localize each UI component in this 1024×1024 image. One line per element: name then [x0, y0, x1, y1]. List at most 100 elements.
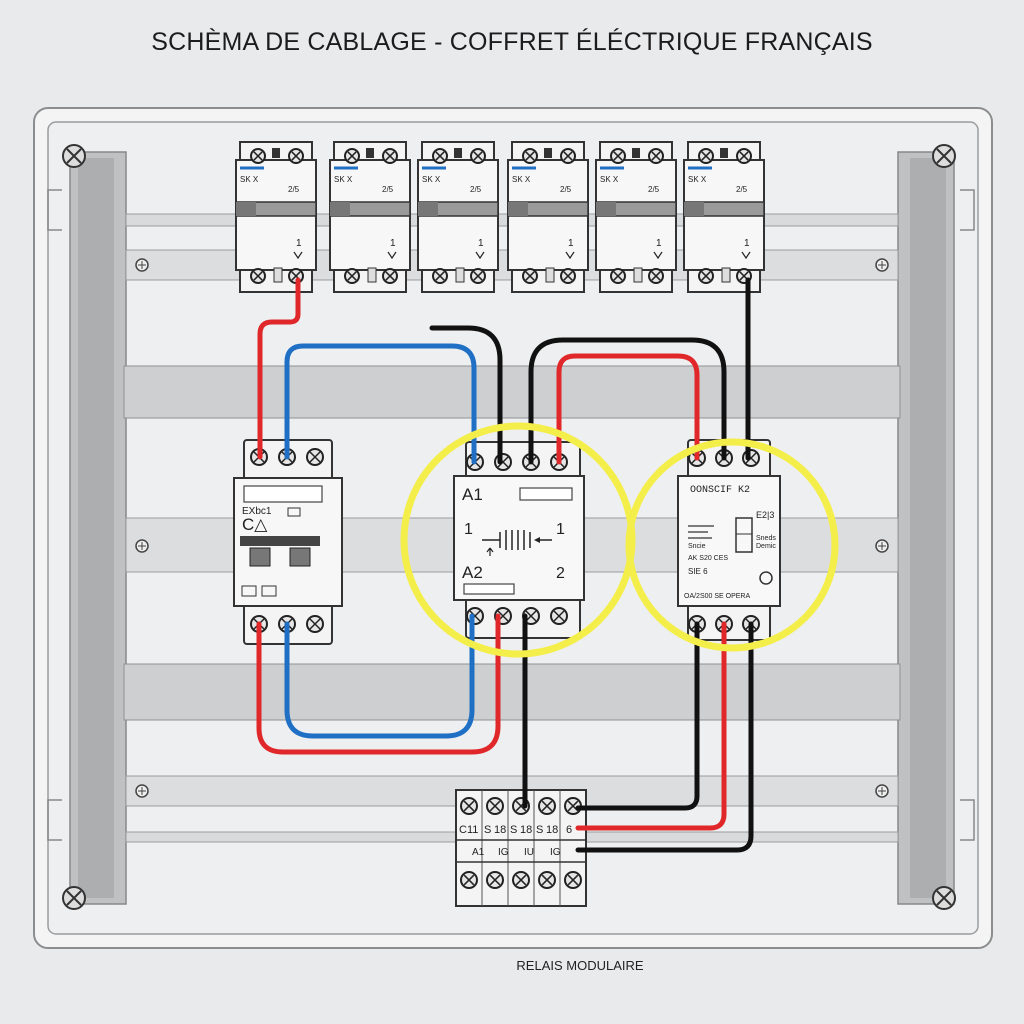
screw-terminal-icon	[698, 268, 714, 284]
screw-terminal-icon	[538, 797, 556, 815]
wires	[256, 277, 754, 853]
differential-toggle-right[interactable]	[289, 547, 311, 567]
screw-terminal-icon	[564, 871, 582, 889]
breaker-pole-label: 1	[390, 238, 396, 249]
terminal-label-7: 6	[566, 824, 572, 836]
terminal-label-1: S	[484, 824, 491, 836]
contactor: A1 1 1 A2 2	[453, 441, 585, 639]
wire-neutral-contactor	[284, 343, 477, 465]
screw-terminal-icon	[610, 268, 626, 284]
relay-text-3: AK S20 CES	[688, 555, 728, 562]
screw-terminal-icon	[306, 615, 324, 633]
breaker-mid-label: 2/5	[470, 185, 482, 194]
rail-screw-icon	[135, 258, 149, 272]
breaker-top-label: SK X	[600, 175, 619, 184]
screw-terminal-icon	[382, 148, 398, 164]
screw-terminal-icon	[550, 607, 568, 625]
breaker-module: SK X2/51	[235, 141, 317, 293]
screw-terminal-icon	[512, 871, 530, 889]
differential-toggle-left[interactable]	[249, 547, 271, 567]
terminal-block: C11 S 18 S 18 S 18 6 A1 IG IU IG	[455, 789, 587, 907]
hinge-right-top	[960, 189, 975, 231]
terminal-bottom-label-2: IU	[524, 847, 534, 858]
contactor-a2: A2	[462, 563, 483, 582]
screw-terminal-icon	[460, 871, 478, 889]
wire-black-contactor-1	[429, 325, 503, 465]
corner-screw-icon	[932, 144, 956, 168]
screw-terminal-icon	[736, 268, 752, 284]
contactor-a1: A1	[462, 485, 483, 504]
differential-breaker: EXbc1 C△	[233, 439, 343, 645]
screw-terminal-icon	[486, 797, 504, 815]
contactor-pin-right-top: 1	[556, 521, 565, 538]
breaker-module: SK X2/51	[507, 141, 589, 293]
wire-black-relay-terminal-1	[575, 621, 700, 811]
terminal-bottom-label-0: A1	[472, 847, 485, 858]
corner-screw-icon	[62, 886, 86, 910]
screw-terminal-icon	[466, 607, 484, 625]
hinge-right-bottom	[960, 799, 975, 841]
hinge-left-bottom	[47, 799, 62, 841]
wire-phase-relay	[556, 353, 700, 465]
screw-terminal-icon	[344, 148, 360, 164]
terminal-label-0: C11	[459, 824, 478, 836]
terminal-label-2: 18	[494, 824, 506, 836]
screw-terminal-icon	[250, 148, 266, 164]
terminal-label-5: S	[536, 824, 543, 836]
side-rail-left-inner	[78, 158, 114, 898]
rail-screw-icon	[875, 258, 889, 272]
screw-terminal-icon	[306, 448, 324, 466]
relay-footer: OA/2S00 SE OPERA	[684, 593, 750, 600]
wire-phase-return	[256, 613, 501, 755]
terminal-label-6: 18	[546, 824, 558, 836]
screw-terminal-icon	[432, 268, 448, 284]
highlights	[400, 422, 839, 658]
breaker-module: SK X 2/5 1	[417, 141, 499, 293]
screw-terminal-icon	[742, 449, 760, 467]
screw-terminal-icon	[698, 148, 714, 164]
screw-terminal-icon	[470, 148, 486, 164]
screw-terminal-icon	[736, 148, 752, 164]
relay-header: OONSCIF K2	[690, 485, 750, 496]
relay-text-2: Sncie	[688, 543, 706, 550]
screw-terminal-icon	[382, 268, 398, 284]
breaker-mid-label: 2/5	[382, 185, 394, 194]
screw-terminal-icon	[494, 453, 512, 471]
breaker-mid-label: 2/5	[736, 185, 748, 194]
breaker-module: SK X2/51	[595, 141, 677, 293]
screw-terminal-icon	[560, 268, 576, 284]
relay-text-1: Demic	[756, 543, 776, 550]
breaker-top-label: SK X	[512, 175, 531, 184]
rail-screw-icon	[135, 784, 149, 798]
terminal-bottom-label-3: IG	[550, 847, 561, 858]
diagram-title: SCHÈMA DE CABLAGE - COFFRET ÉLÉCTRIQUE F…	[151, 28, 873, 56]
breaker-top-label: SK X	[334, 175, 353, 184]
relay-side-code: E2|3	[756, 510, 774, 520]
din-rail-4	[123, 663, 901, 721]
breaker-module: SK X 2/5 1	[329, 141, 411, 293]
screw-terminal-icon	[486, 871, 504, 889]
rail-screw-icon	[135, 539, 149, 553]
screw-terminal-icon	[460, 797, 478, 815]
wire-black-relay-1	[528, 337, 727, 465]
screw-terminal-icon	[522, 268, 538, 284]
screw-terminal-icon	[470, 268, 486, 284]
highlight-relay	[625, 438, 839, 652]
rail-screw-icon	[875, 539, 889, 553]
breaker-pole-label: 1	[296, 238, 302, 249]
wire-phase-supply	[257, 277, 301, 460]
rail-screw-icon	[875, 784, 889, 798]
breaker-top-label: SK X	[422, 175, 441, 184]
screw-terminal-icon	[648, 148, 664, 164]
screw-terminal-icon	[560, 148, 576, 164]
breaker-pole-label: 1	[478, 238, 484, 249]
screw-terminal-icon	[278, 615, 296, 633]
breaker-pole-label: 1	[568, 238, 574, 249]
din-rail-2	[123, 365, 901, 419]
terminal-label-4: 18	[520, 824, 532, 836]
screw-terminal-icon	[648, 268, 664, 284]
relay-text-0: Sneds	[756, 535, 776, 542]
wire-black-relay-terminal-2	[575, 621, 754, 853]
